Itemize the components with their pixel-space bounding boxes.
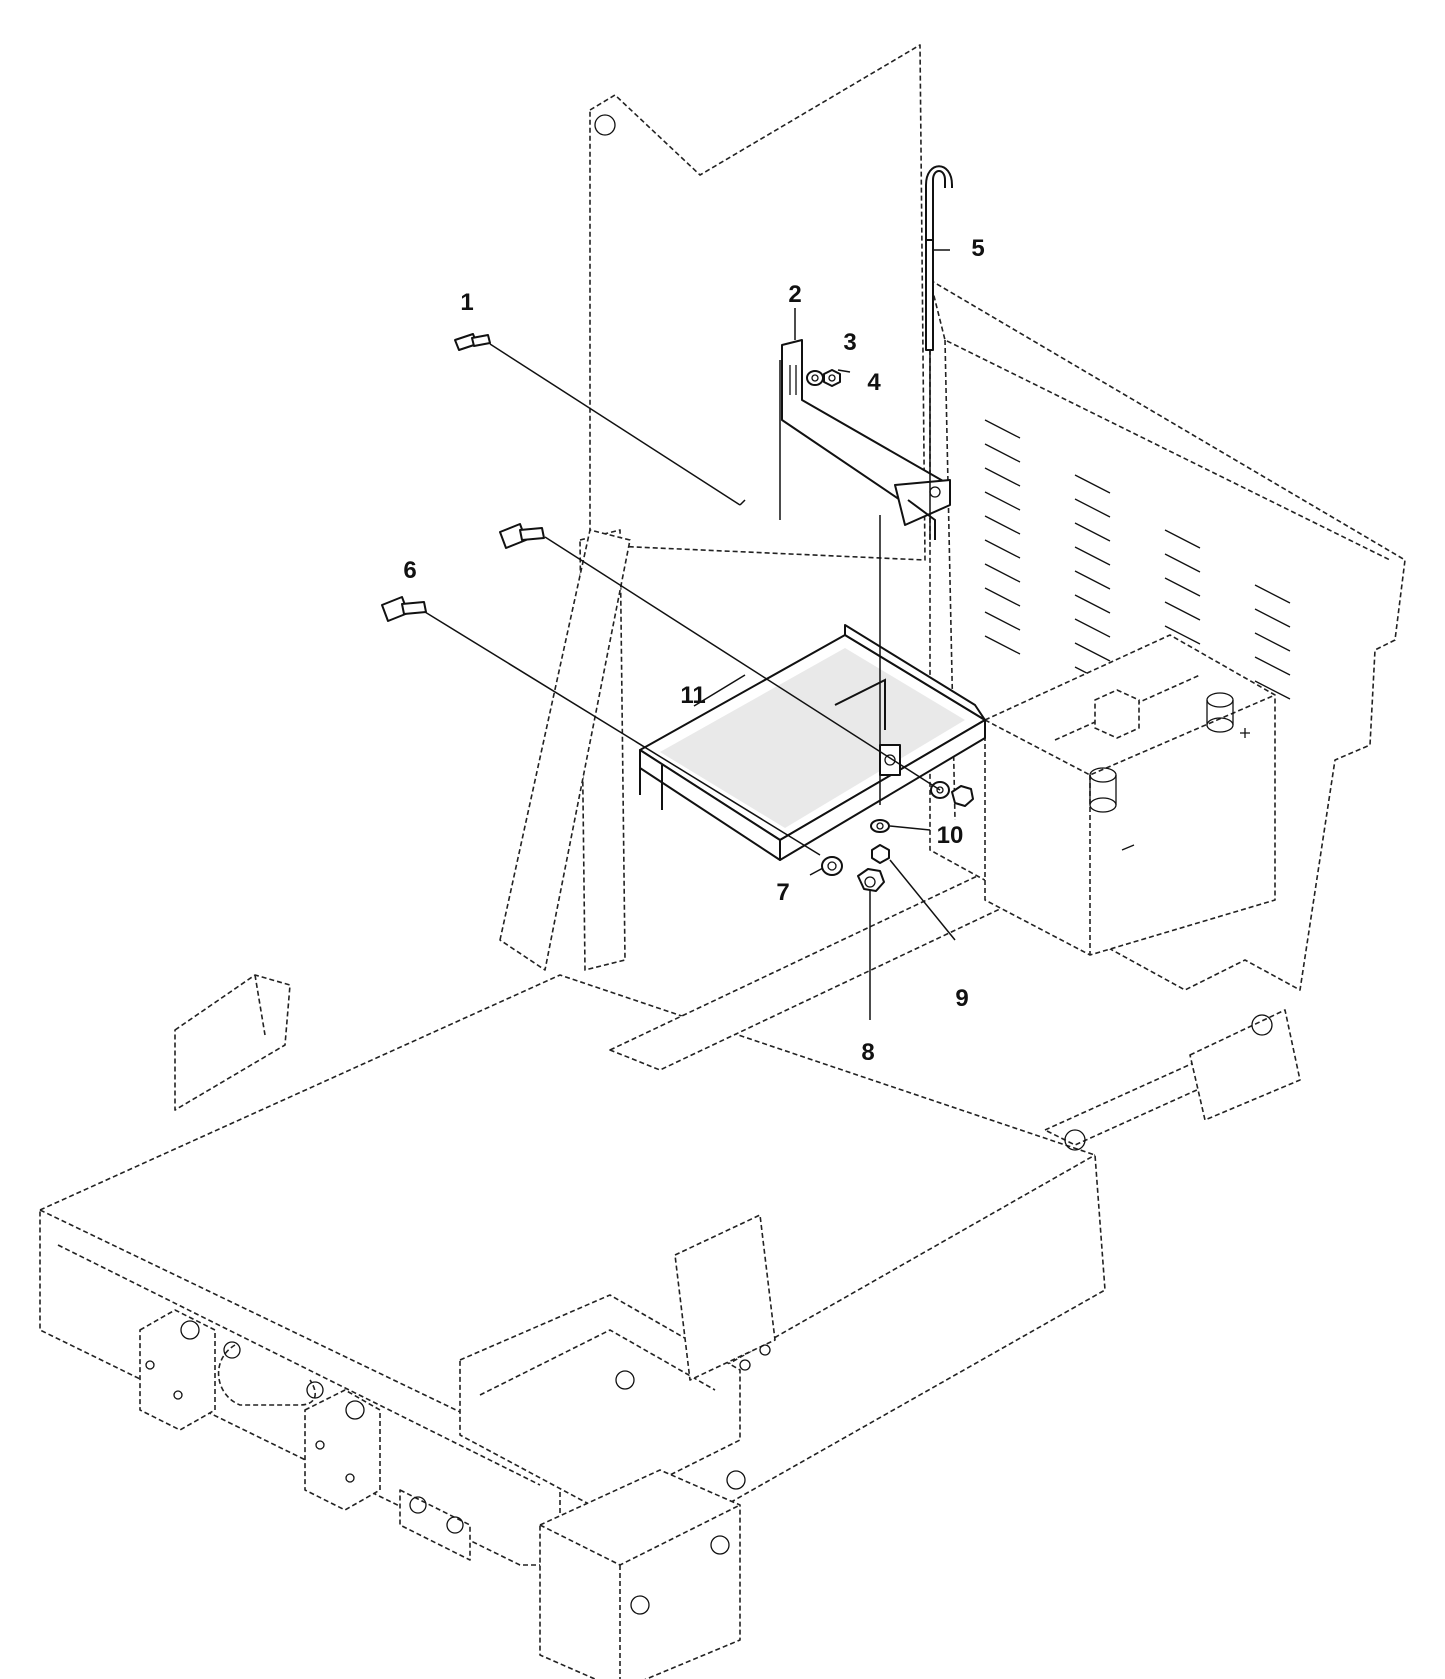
battery (984, 634, 1276, 956)
callout-3: 3 (843, 329, 856, 356)
bolts-part-6 (381, 523, 545, 622)
louver-column-3 (1164, 529, 1201, 669)
bolt-part-1 (454, 333, 491, 351)
callouts: 1 2 3 4 5 6 7 8 9 10 11 (403, 235, 984, 1066)
callout-4: 4 (867, 369, 881, 396)
callout-7: 7 (776, 879, 789, 906)
front-mounts (139, 1309, 471, 1561)
washer-nut-part-7-8 (821, 856, 885, 892)
tray-right-fasteners (930, 781, 974, 807)
leader-lines (424, 249, 956, 1020)
callout-2: 2 (788, 281, 801, 308)
callout-9: 9 (955, 985, 968, 1012)
rear-panel (499, 44, 926, 971)
washer-nut-part-3-4 (806, 369, 841, 387)
callout-6: 6 (403, 557, 416, 584)
washer-nut-part-9-10 (870, 819, 890, 864)
callout-5: 5 (971, 235, 984, 262)
front-right-housing (459, 1214, 776, 1679)
louver-column-4 (1254, 584, 1291, 700)
hold-down-bracket-part-2 (781, 339, 951, 540)
louver-column-1 (984, 419, 1021, 655)
callout-1: 1 (460, 289, 473, 316)
j-bolt-part-5 (925, 165, 953, 351)
callout-8: 8 (861, 1039, 874, 1066)
battery-tray-part-11 (639, 624, 986, 861)
callout-10: 10 (937, 822, 964, 849)
callout-11: 11 (680, 682, 705, 709)
